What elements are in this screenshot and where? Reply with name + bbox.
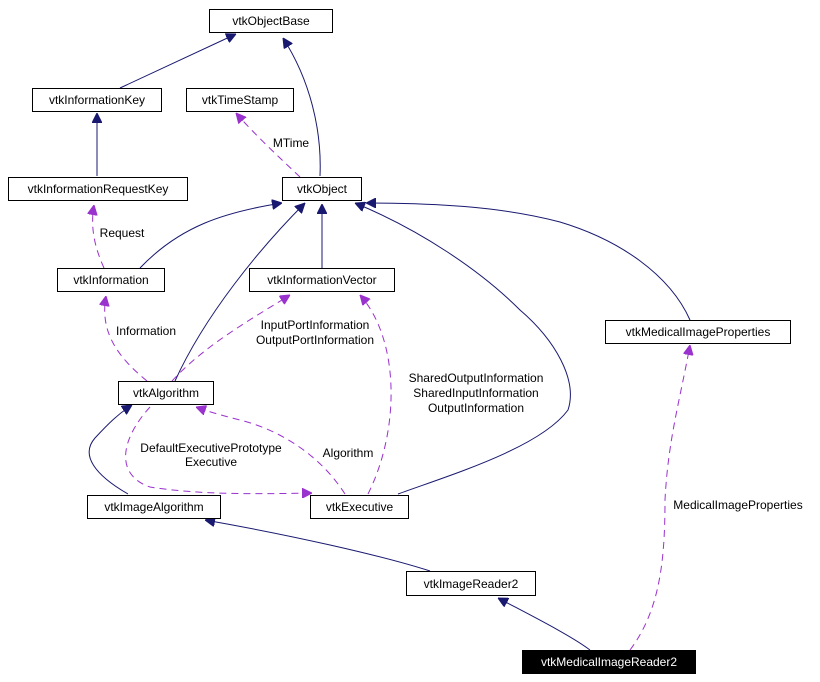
edge-label-executive: Executive — [184, 455, 238, 469]
edge-label-mtime: MTime — [272, 136, 310, 150]
edge-medicalimagereader2-imagereader2 — [498, 598, 591, 651]
edge-executive-algorithm-defaultexecutiveprototype — [125, 406, 312, 494]
edge-medicalimageproperties-object — [366, 203, 691, 321]
edge-label-outputportinformation: OutputPortInformation — [255, 333, 375, 347]
edge-label-sharedinputinformation: SharedInputInformation — [413, 386, 539, 400]
edge-executive-object — [355, 203, 571, 495]
edge-informationvector-algorithm — [171, 295, 290, 382]
edge-algorithm-executive — [196, 407, 346, 495]
edge-algorithm-object — [174, 203, 305, 382]
edge-imagealgorithm-algorithm — [88, 405, 132, 495]
edge-information-object — [139, 203, 282, 269]
edge-label-medicalimageproperties: MedicalImageProperties — [673, 498, 803, 512]
node-vtkimagereader2[interactable]: vtkImageReader2 — [406, 571, 536, 596]
node-vtkalgorithm[interactable]: vtkAlgorithm — [118, 381, 214, 405]
node-vtkinformation[interactable]: vtkInformation — [57, 268, 165, 292]
edge-informationrequestkey-information-request — [93, 205, 105, 269]
node-vtkobjectbase[interactable]: vtkObjectBase — [209, 9, 333, 33]
node-vtkmedicalimageproperties[interactable]: vtkMedicalImageProperties — [605, 320, 791, 344]
edge-imagereader2-imagealgorithm — [205, 520, 431, 572]
edge-label-defaultexecutiveprototype: DefaultExecutivePrototype — [140, 441, 282, 455]
node-vtkimagealgorithm[interactable]: vtkImageAlgorithm — [87, 495, 221, 519]
edge-informationvector-executive — [360, 295, 392, 495]
edge-label-inputportinformation: InputPortInformation — [260, 318, 370, 332]
edge-medicalimageproperties-medicalimagereader2 — [629, 345, 690, 651]
node-vtktimestamp[interactable]: vtkTimeStamp — [186, 88, 294, 112]
node-vtkmedicalimagereader2: vtkMedicalImageReader2 — [522, 650, 696, 674]
edge-label-request: Request — [99, 226, 145, 240]
node-vtkinformationvector[interactable]: vtkInformationVector — [249, 268, 395, 292]
node-vtkexecutive[interactable]: vtkExecutive — [310, 495, 409, 519]
edge-label-information: Information — [115, 324, 177, 338]
node-vtkinformationrequestkey[interactable]: vtkInformationRequestKey — [8, 177, 188, 201]
edge-label-sharedoutputinformation: SharedOutputInformation — [408, 371, 544, 385]
node-vtkobject[interactable]: vtkObject — [282, 177, 362, 201]
edge-label-algorithm: Algorithm — [322, 446, 374, 460]
edge-object-objectbase — [283, 38, 321, 177]
node-vtkinformationkey[interactable]: vtkInformationKey — [32, 88, 162, 112]
edge-information-algorithm — [105, 296, 148, 382]
edge-informationkey-objectbase — [119, 34, 236, 89]
edge-label-outputinformation: OutputInformation — [427, 401, 525, 415]
